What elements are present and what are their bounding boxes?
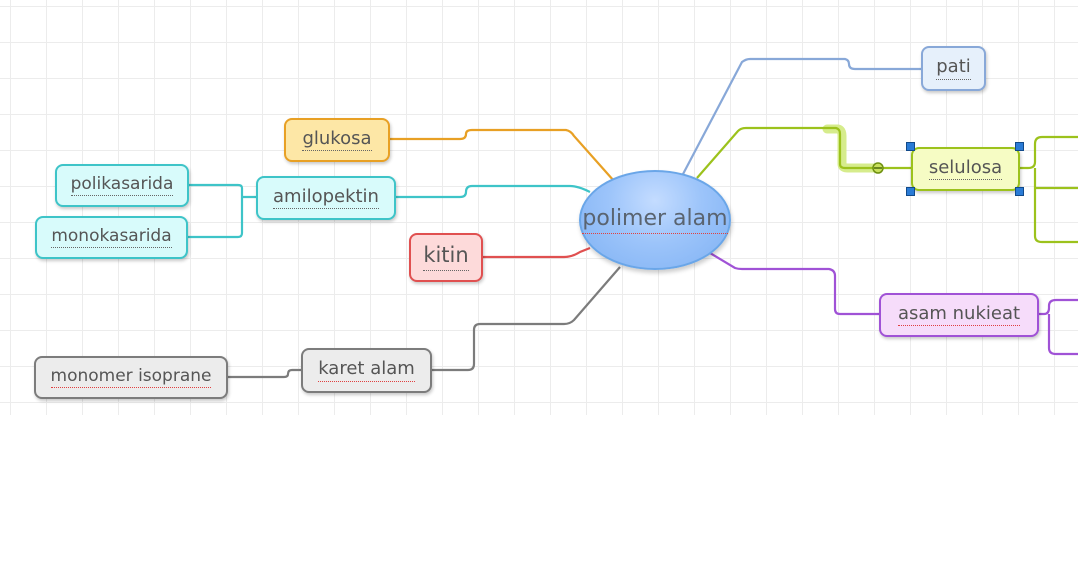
node-amilopektin-label: amilopektin (273, 186, 379, 210)
node-selulosa[interactable]: selulosa (911, 147, 1020, 191)
node-polikasarida-label: polikasarida (70, 174, 174, 197)
node-glukosa-label: glukosa (302, 128, 372, 152)
link-asam-nukieat (709, 252, 880, 316)
link-kitin (483, 246, 591, 259)
node-selulosa-label: selulosa (928, 157, 1003, 181)
node-asam-nukieat-label: asam nukieat (897, 303, 1021, 327)
mindmap-connectors (188, 57, 1078, 379)
node-glukosa[interactable]: glukosa (284, 118, 390, 162)
node-amilopektin[interactable]: amilopektin (256, 176, 396, 220)
link-selulosa-highlight (822, 124, 881, 173)
node-monokasarida[interactable]: monokasarida (35, 216, 188, 259)
node-kitin-label: kitin (423, 244, 469, 271)
central-topic-polimer-alam[interactable]: polimer alam (579, 170, 731, 270)
node-pati-label: pati (936, 57, 971, 80)
node-polikasarida[interactable]: polikasarida (55, 164, 189, 207)
selection-handle-bottom-right[interactable] (1015, 187, 1024, 196)
node-monokasarida-label: monokasarida (51, 226, 172, 249)
node-kitin[interactable]: kitin (409, 233, 483, 282)
link-karet-alam (432, 266, 621, 372)
link-glukosa (389, 128, 615, 182)
link-amilopektin (396, 184, 591, 199)
link-pati (681, 57, 922, 177)
node-monomer-isoprane-label: monomer isoprane (50, 366, 212, 389)
selection-handle-bottom-left[interactable] (906, 187, 915, 196)
node-karet-alam[interactable]: karet alam (301, 348, 432, 393)
node-karet-alam-label: karet alam (318, 359, 415, 382)
node-asam-nukieat[interactable]: asam nukieat (879, 293, 1039, 337)
central-topic-label: polimer alam (582, 206, 728, 234)
link-selulosa-children (1020, 135, 1078, 244)
selection-handle-top-left[interactable] (906, 142, 915, 151)
link-monomer-isoprane (228, 368, 301, 379)
link-selulosa (696, 126, 912, 179)
link-amilopektin-children (188, 183, 256, 239)
node-pati[interactable]: pati (921, 46, 986, 91)
selection-handle-top-right[interactable] (1015, 142, 1024, 151)
node-monomer-isoprane[interactable]: monomer isoprane (34, 356, 228, 399)
link-asam-nukieat-children (1039, 298, 1078, 356)
